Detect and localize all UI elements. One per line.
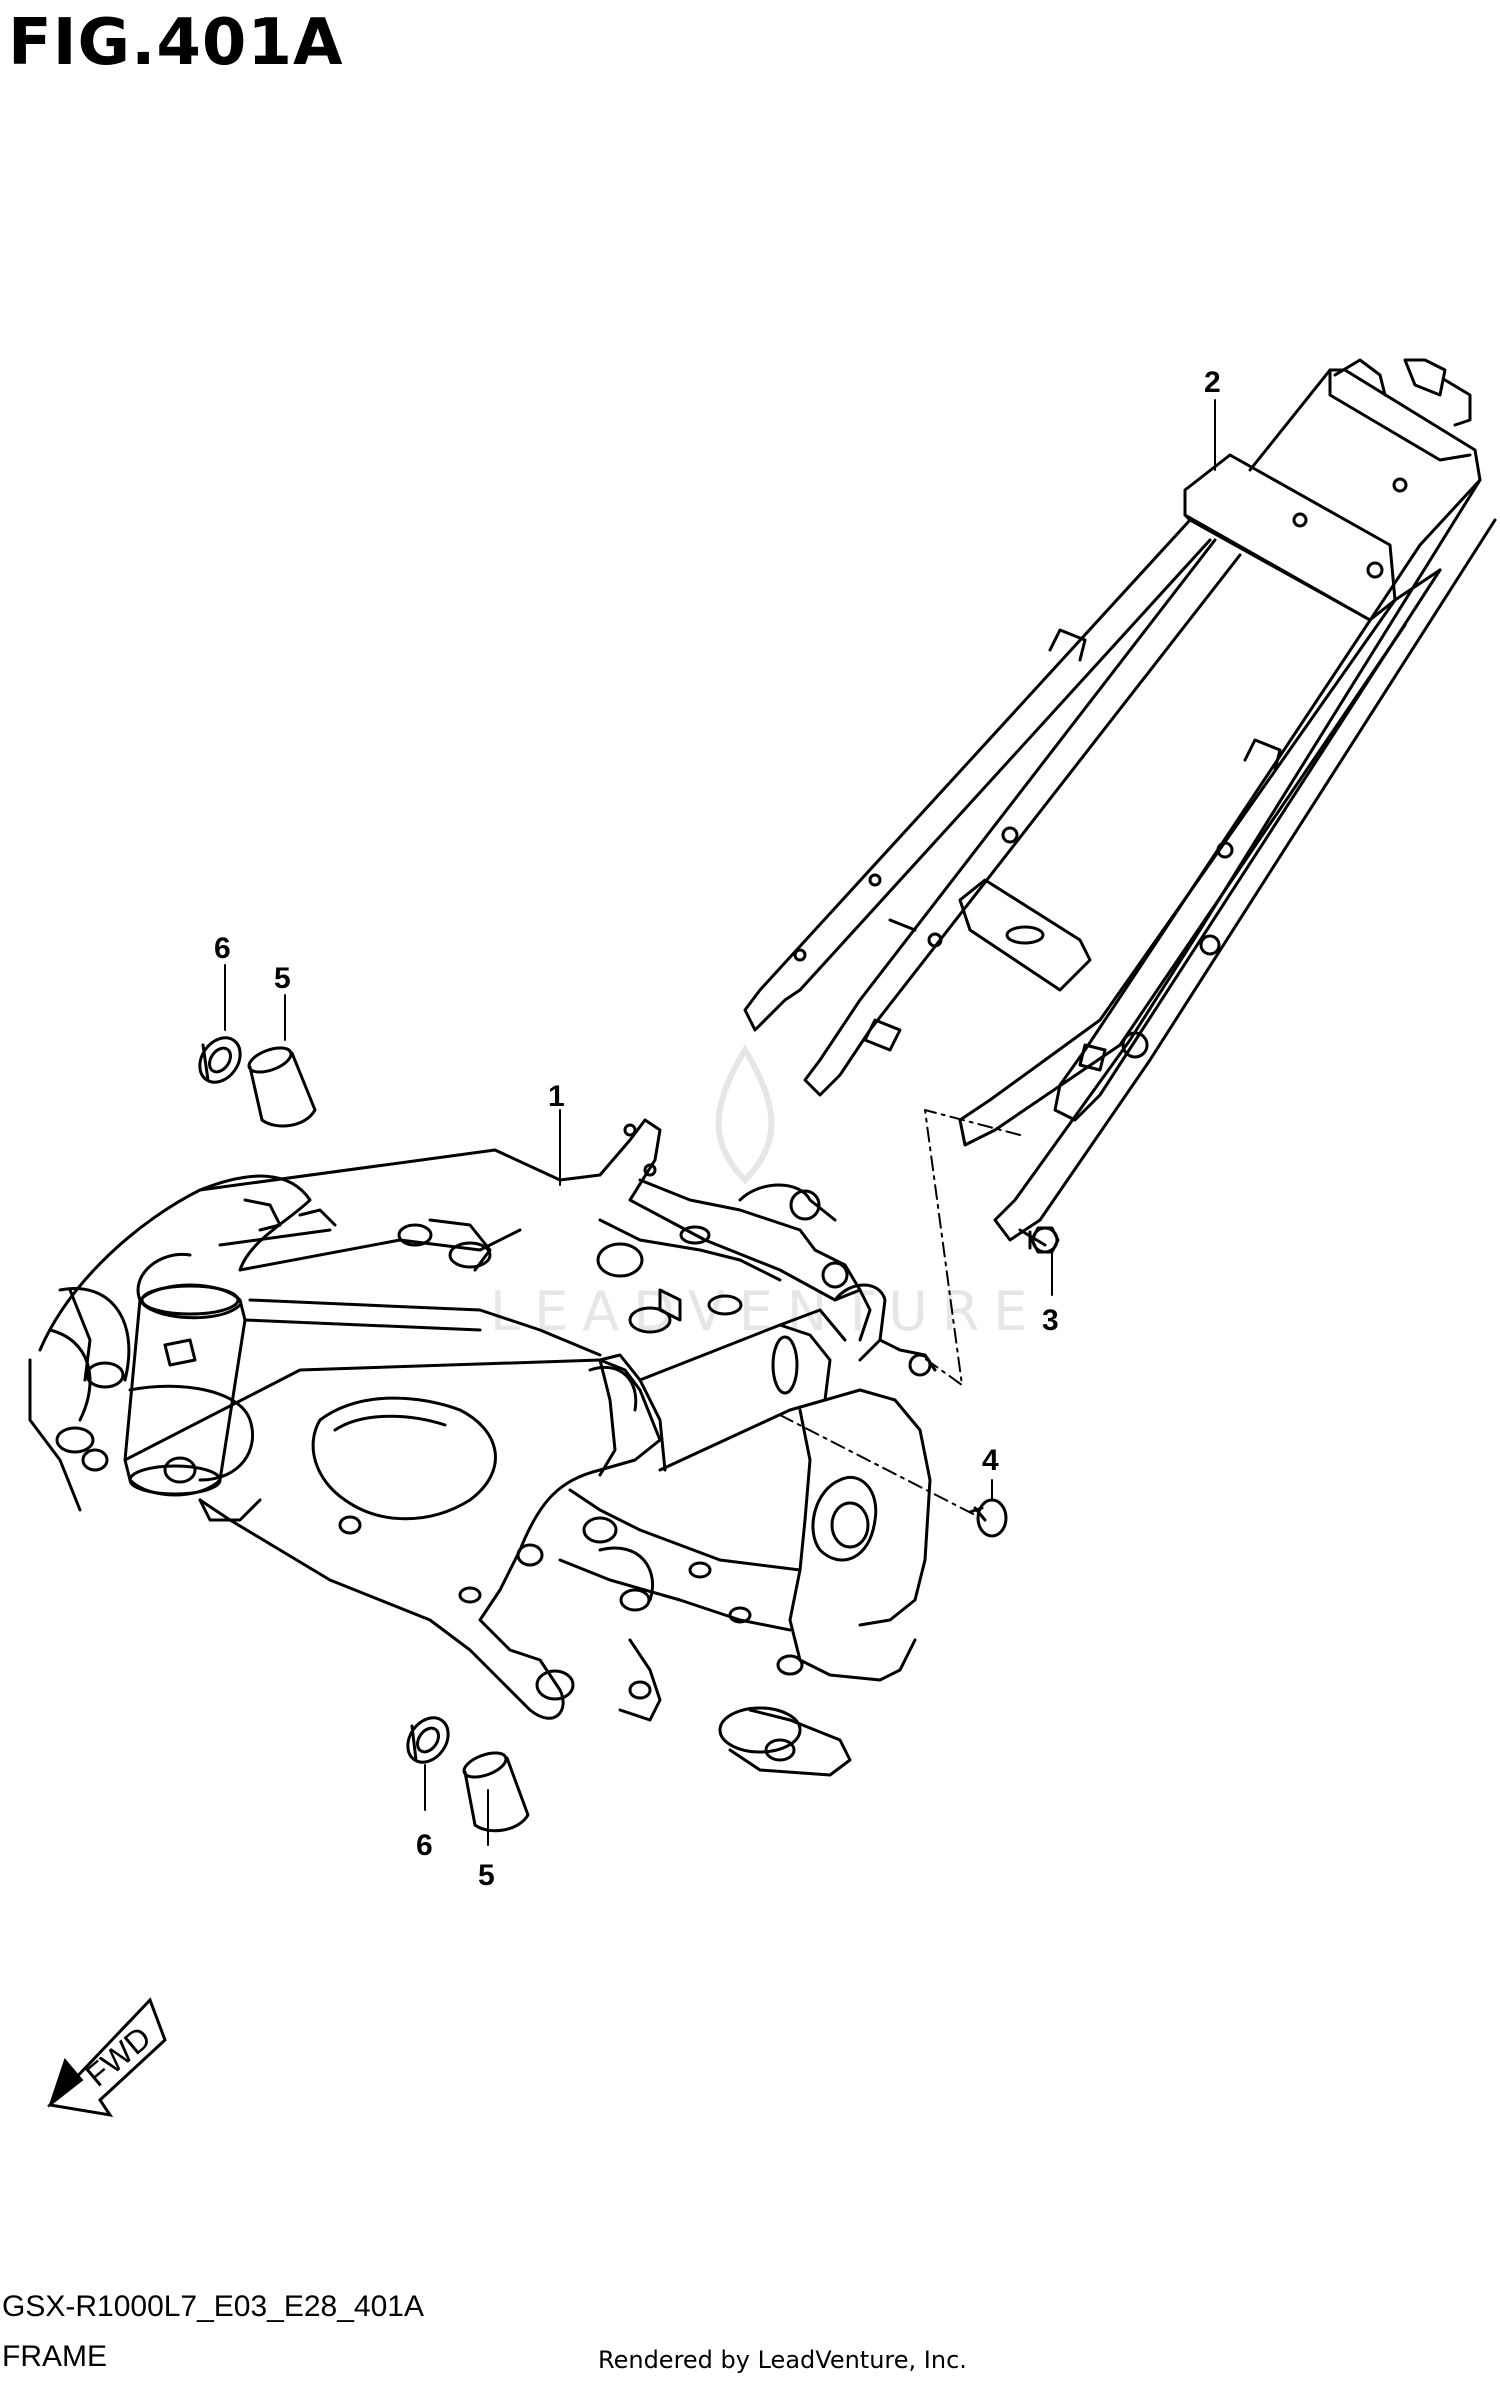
model-code: GSX-R1000L7_E03_E28_401A	[2, 2290, 424, 2323]
collar-part-5-top	[247, 1046, 317, 1128]
callout-part-1: 1	[548, 1080, 565, 1113]
callout-part-3: 3	[1042, 1304, 1059, 1337]
seal-ring-part-6-top	[198, 1036, 242, 1084]
render-credit: Rendered by LeadVenture, Inc.	[598, 2346, 967, 2374]
figure-title: FIG.401A	[8, 6, 344, 80]
callout-part-6-bottom: 6	[416, 1829, 433, 1862]
watermark-text: LEADVENTURE	[490, 1280, 1041, 1343]
plug-part-4	[968, 1498, 1008, 1538]
collar-part-5-bottom	[462, 1751, 530, 1833]
section-name: FRAME	[2, 2340, 107, 2373]
watermark-flame-icon	[715, 1044, 775, 1185]
bolt-part-3	[1018, 1226, 1060, 1254]
callout-part-2: 2	[1204, 366, 1221, 399]
callout-part-6-top: 6	[214, 932, 231, 965]
callout-part-4: 4	[982, 1444, 999, 1477]
callout-part-5-bottom: 5	[478, 1859, 495, 1892]
forward-direction-arrow-icon: FWD	[46, 1997, 167, 2118]
seal-ring-part-6-bottom	[406, 1716, 450, 1764]
main-frame-part-1	[28, 1118, 937, 1777]
leader-lines	[224, 399, 1216, 1846]
callout-part-5-top: 5	[274, 962, 291, 995]
seat-rail-part-2	[743, 358, 1497, 1242]
leadventure-watermark: LEADVENTURE	[490, 1044, 1041, 1343]
